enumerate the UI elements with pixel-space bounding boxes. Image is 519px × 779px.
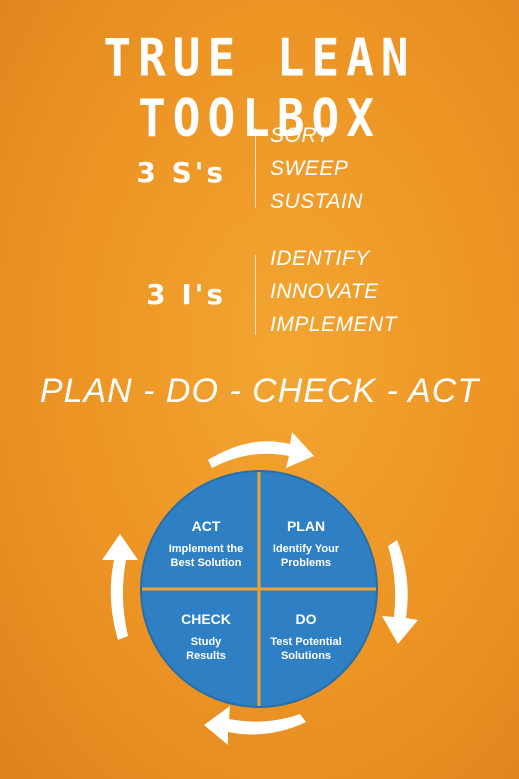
quadrant-dividers — [141, 471, 377, 707]
item-identify: IDENTIFY — [270, 247, 370, 270]
pdca-heading: PLAN - DO - CHECK - ACT — [39, 372, 480, 410]
quadrant-check-desc-line1: Study — [191, 636, 222, 648]
quadrant-plan-title: PLAN — [287, 518, 325, 534]
quadrant-act-desc-line2: Best Solution — [171, 557, 242, 569]
page-title: TRUE LEAN TOOLBOX — [103, 27, 416, 149]
item-innovate: INNOVATE — [270, 280, 379, 303]
quadrant-check: CHECK Study Results — [181, 611, 231, 662]
group-label-3s: 3 S's — [136, 156, 226, 189]
quadrant-do-desc-line2: Solutions — [281, 650, 331, 662]
arrow-top-icon — [208, 432, 314, 468]
quadrant-act-desc-line1: Implement the — [169, 543, 244, 555]
item-implement: IMPLEMENT — [270, 313, 398, 336]
quadrant-act: ACT Implement the Best Solution — [169, 518, 244, 569]
quadrant-plan-desc-line2: Problems — [281, 557, 331, 569]
quadrant-act-title: ACT — [192, 518, 221, 534]
arrow-bottom-icon — [204, 706, 306, 745]
item-sweep: SWEEP — [270, 157, 349, 180]
quadrant-do-desc-line1: Test Potential — [270, 636, 341, 648]
quadrant-check-desc-line2: Results — [186, 650, 226, 662]
group-label-3i: 3 I's — [146, 278, 226, 311]
arrow-right-icon — [382, 540, 418, 644]
item-sort: SORT — [270, 124, 330, 147]
item-sustain: SUSTAIN — [270, 190, 363, 213]
quadrant-plan-desc-line1: Identify Your — [273, 543, 340, 555]
quadrant-plan: PLAN Identify Your Problems — [273, 518, 340, 569]
quadrant-check-title: CHECK — [181, 611, 231, 627]
cycle-arrows — [102, 432, 418, 745]
group-divider-3i — [255, 255, 256, 335]
quadrant-do-title: DO — [296, 611, 317, 627]
quadrant-do: DO Test Potential Solutions — [270, 611, 341, 662]
group-divider-3s — [255, 128, 256, 208]
arrow-left-icon — [102, 534, 138, 640]
